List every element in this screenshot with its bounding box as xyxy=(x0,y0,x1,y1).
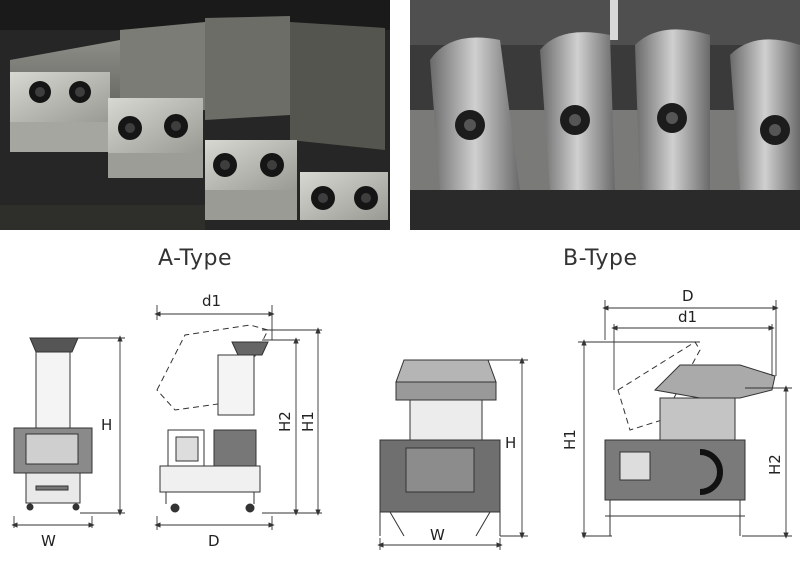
dim-label-b-front-h: H xyxy=(505,434,516,452)
dim-label-a-side-h1: H1 xyxy=(299,411,317,432)
a-type-side-dimensions xyxy=(154,305,322,530)
rotor-photo-a-type xyxy=(0,0,390,230)
a-type-front-view xyxy=(13,337,93,511)
b-type-front-view xyxy=(379,359,501,537)
dim-label-a-front-h: H xyxy=(101,416,112,434)
rotor-photo-b-type xyxy=(410,0,800,230)
dim-label-b-side-d1: d1 xyxy=(678,308,697,326)
a-type-side-view xyxy=(156,324,269,513)
dim-label-a-side-d1: d1 xyxy=(202,292,221,310)
dim-label-b-side-h2: H2 xyxy=(766,454,784,475)
dim-label-a-side-h2: H2 xyxy=(276,411,294,432)
dimension-drawings: H W d1 H2 H1 D xyxy=(11,287,792,550)
dim-label-b-side-h1: H1 xyxy=(561,429,579,450)
dim-label-a-side-d: D xyxy=(208,532,220,550)
b-type-side-view xyxy=(604,341,776,536)
title-b-type: B-Type xyxy=(563,246,638,271)
dim-label-a-front-w: W xyxy=(41,532,56,550)
title-a-type: A-Type xyxy=(158,246,233,271)
a-type-front-dimensions xyxy=(11,335,125,528)
b-type-front-dimensions xyxy=(377,357,528,550)
dim-label-b-side-d: D xyxy=(682,287,694,305)
b-type-side-dimensions xyxy=(578,300,792,539)
dim-label-b-front-w: W xyxy=(430,526,445,544)
